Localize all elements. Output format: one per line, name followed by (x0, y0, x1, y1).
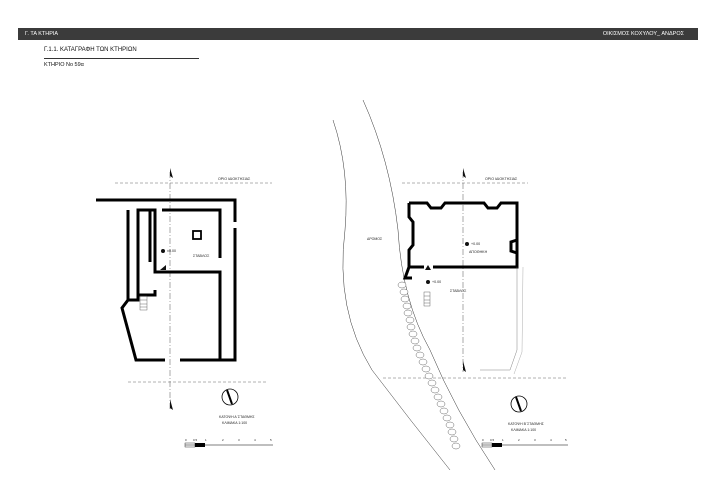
header-left-label: Γ. ΤΑ ΚΤΗΡΙΑ (25, 31, 59, 37)
right-caption-title: ΚΑΤΟΨΗ Β΄ΣΤΑΘΜΗΣ (508, 422, 545, 426)
right-level-symbol-icon (465, 242, 469, 246)
right-level-upper: +0.00 (471, 242, 480, 246)
right-north-needle (515, 396, 522, 412)
right-north-arrow-icon (510, 395, 528, 413)
right-scale-1: 1 (502, 438, 504, 442)
right-entrance-arrow (425, 265, 431, 270)
left-scale-5: 5 (270, 438, 272, 442)
left-plan: ΟΡΙΟ ΙΔΙΟΚΤΗΣΙΑΣ ±0.00 (96, 168, 273, 448)
right-dashed-annex-outer (513, 266, 524, 375)
right-scale-4: 4 (550, 438, 552, 442)
left-caption-title: ΚΑΤΟΨΗ Α΄ΣΤΑΘΜΗΣ (219, 415, 255, 419)
header-right-label: ΟΙΚΙΣΜΟΣ ΚΟΧΥΛΟΥ_ ΑΝΔΡΟΣ (602, 31, 684, 37)
road-label: ΔΡΟΜΟΣ (367, 237, 383, 241)
right-scale-2: 2 (518, 438, 520, 442)
stone-wall (397, 281, 461, 450)
right-plan: ΔΡΟΜΟΣ ΟΡΙΟ ΙΔΙΟΚΤΗΣΙΑΣ (332, 99, 568, 471)
header-bar: Γ. ΤΑ ΚΤΗΡΙΑ ΟΙΚΙΣΜΟΣ ΚΟΧΥΛΟΥ_ ΑΝΔΡΟΣ (18, 28, 698, 40)
left-stairs (139, 295, 148, 311)
right-caption-scale: ΚΛΙΜΑΚΑ 1:100 (511, 428, 536, 432)
right-scale-0: 0 (482, 438, 484, 442)
right-section-arrow-top (463, 168, 466, 178)
right-level-lower: +0.00 (432, 280, 441, 284)
right-section-arrow-bottom (463, 361, 466, 372)
left-scale-3: 3 (238, 438, 240, 442)
road-edge-left (332, 119, 451, 471)
right-scale-5: 5 (565, 438, 567, 442)
right-walls (402, 201, 519, 280)
right-property-line-label: ΟΡΙΟ ΙΔΙΟΚΤΗΣΙΑΣ (485, 177, 518, 181)
left-room-label: ΣΤΑΒΛΟΣ (193, 254, 210, 258)
left-level-symbol-icon (161, 249, 165, 253)
right-lower-level-symbol-icon (426, 280, 430, 284)
left-column-block (192, 230, 202, 240)
left-entrance-arrow (160, 265, 166, 270)
building-label: ΚΤΗΡΙΟ No 59α (44, 62, 84, 68)
left-north-needle (226, 389, 233, 405)
right-scale-3: 3 (534, 438, 536, 442)
left-walls (96, 198, 237, 362)
left-scale-0: 0 (185, 438, 187, 442)
right-room-label: ΑΠΟΘΗΚΗ (469, 250, 488, 254)
right-lower-room-label: ΣΤΑΒΛΟΣ (450, 289, 467, 293)
left-property-line-label: ΟΡΙΟ ΙΔΙΟΚΤΗΣΙΑΣ (218, 177, 251, 181)
road-edge-right (362, 99, 496, 471)
left-scale-4: 4 (254, 438, 256, 442)
left-level-main: ±0.00 (167, 249, 176, 253)
left-north-arrow-icon (221, 388, 239, 406)
left-scale-2: 2 (222, 438, 224, 442)
left-section-arrow-bottom (170, 399, 173, 410)
left-scale-05: 0.5 (193, 438, 198, 442)
right-dashed-annex (480, 267, 518, 371)
left-scale-1: 1 (205, 438, 207, 442)
section-title: Γ.1.1. ΚΑΤΑΓΡΑΦΗ ΤΩΝ ΚΤΗΡΙΩΝ (44, 47, 137, 53)
title-underline (44, 58, 199, 59)
right-scale-05: 0.5 (490, 438, 495, 442)
left-section-arrow-top (170, 168, 173, 178)
left-scale-bar (184, 442, 273, 448)
right-scale-bar (481, 442, 568, 448)
left-caption-scale: ΚΛΙΜΑΚΑ 1:100 (222, 421, 247, 425)
right-stairs (423, 291, 431, 307)
